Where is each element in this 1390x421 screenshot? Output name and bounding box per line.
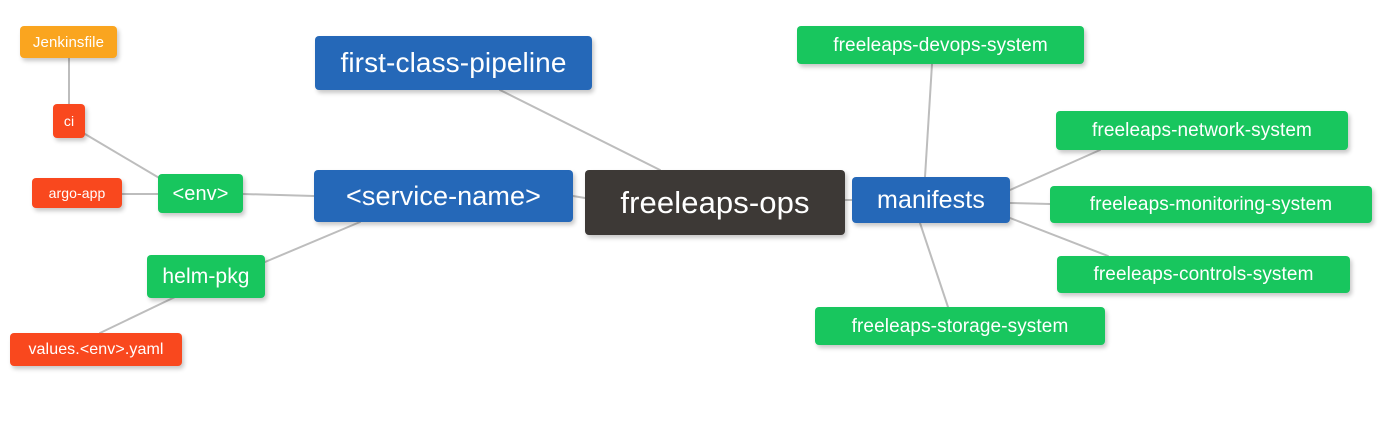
edge-manifests-to-freeleaps-monitoring-system [1009,202,1051,205]
node-ci[interactable]: ci [53,104,85,138]
node-freeleaps-network-system[interactable]: freeleaps-network-system [1056,111,1348,150]
node-first-class-pipeline[interactable]: first-class-pipeline [315,36,592,90]
node-label: freeleaps-controls-system [1093,264,1314,285]
edge-helm-pkg-to-values-env-yaml [99,296,176,334]
node-values-env-yaml[interactable]: values.<env>.yaml [10,333,182,366]
edge-ci-to-env [84,133,167,183]
node-helm-pkg[interactable]: helm-pkg [147,255,265,298]
edge-manifests-to-freeleaps-network-system [1009,149,1101,191]
node-label: helm-pkg [162,265,250,288]
node-jenkinsfile[interactable]: Jenkinsfile [20,26,117,58]
node-label: freeleaps-storage-system [851,315,1069,337]
node-manifests[interactable]: manifests [852,177,1010,223]
node-freeleaps-controls-system[interactable]: freeleaps-controls-system [1057,256,1350,293]
edge-first-class-pipeline-to-freeleaps-ops [499,89,661,171]
node-label: values.<env>.yaml [28,340,164,358]
node-label: <service-name> [346,180,541,211]
node-service-name[interactable]: <service-name> [314,170,573,222]
node-label: argo-app [48,185,106,201]
node-freeleaps-storage-system[interactable]: freeleaps-storage-system [815,307,1105,345]
node-env[interactable]: <env> [158,174,243,213]
node-label: freeleaps-network-system [1092,120,1312,141]
node-label: <env> [172,182,229,205]
node-freeleaps-ops[interactable]: freeleaps-ops [585,170,845,235]
edge-manifests-to-freeleaps-devops-system [924,63,933,178]
node-label: freeleaps-monitoring-system [1089,194,1333,215]
node-label: freeleaps-devops-system [833,34,1048,56]
node-label: Jenkinsfile [32,33,105,51]
edge-env-to-service-name [242,193,315,197]
node-label: manifests [877,185,985,214]
edge-service-name-to-freeleaps-ops [572,195,586,199]
node-freeleaps-monitoring-system[interactable]: freeleaps-monitoring-system [1050,186,1372,223]
node-label: freeleaps-ops [620,185,810,220]
edge-service-name-to-helm-pkg [264,221,361,263]
node-label: ci [63,113,75,129]
node-argo-app[interactable]: argo-app [32,178,122,208]
node-label: first-class-pipeline [340,47,567,78]
node-freeleaps-devops-system[interactable]: freeleaps-devops-system [797,26,1084,64]
edge-manifests-to-freeleaps-controls-system [1009,217,1109,257]
edge-manifests-to-freeleaps-storage-system [919,222,949,308]
